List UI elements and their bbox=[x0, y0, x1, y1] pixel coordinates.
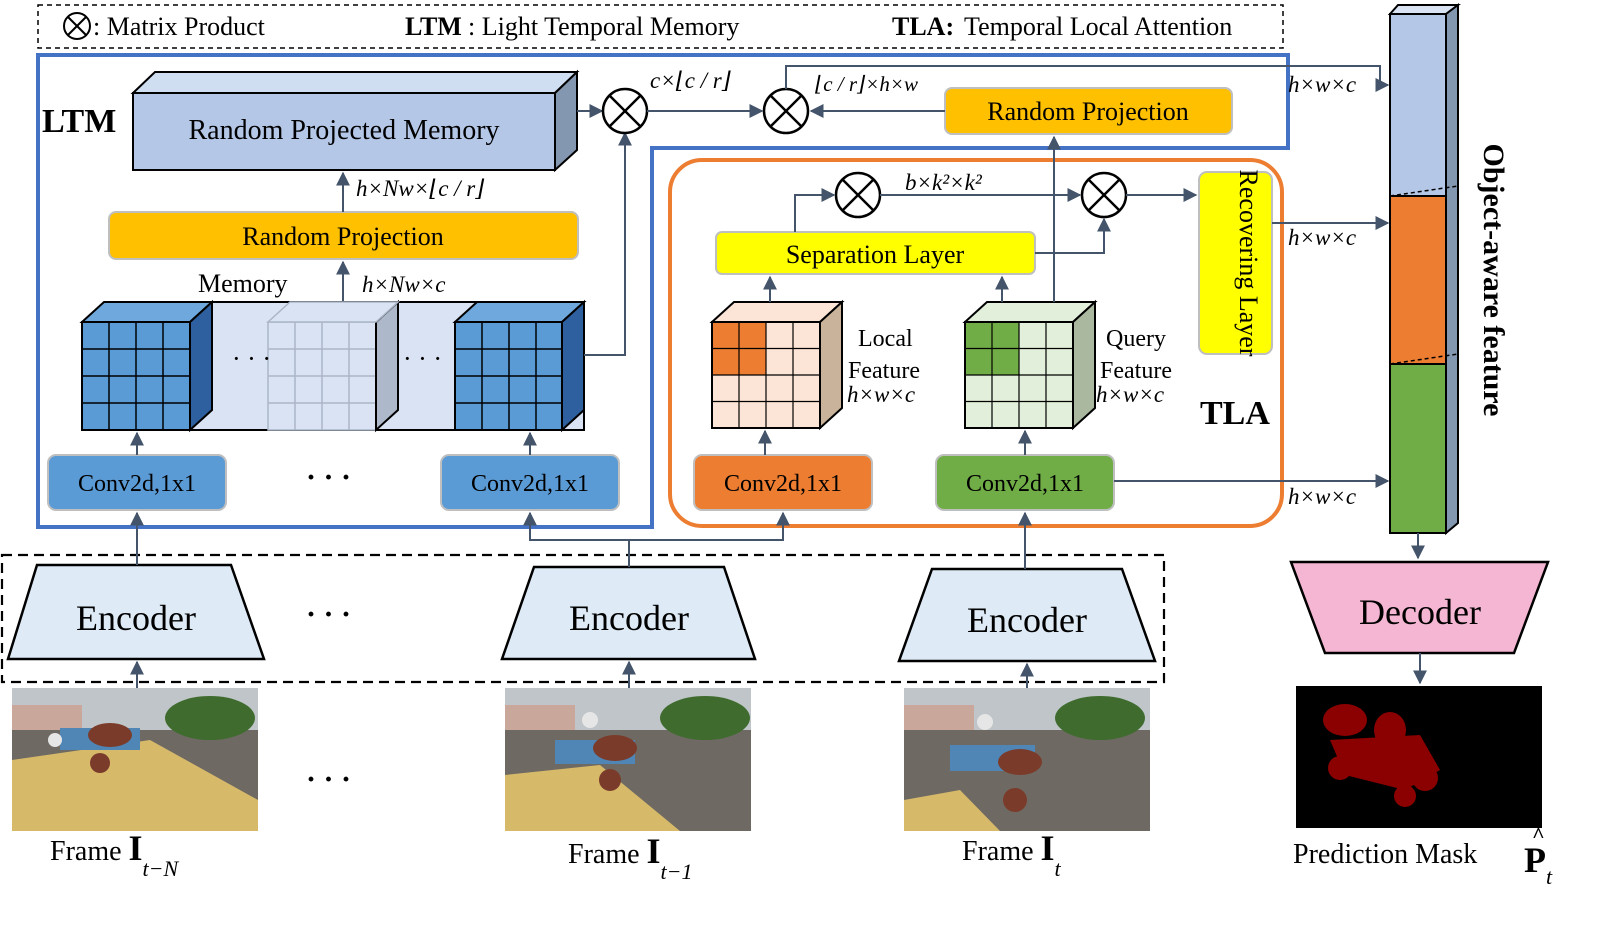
ltm-memory-label: Memory bbox=[198, 269, 288, 298]
local-feature-dim: h×w×c bbox=[847, 382, 915, 407]
right-dim-top: h×w×c bbox=[1288, 72, 1356, 97]
object-aware-feature-label: Object-aware feature bbox=[1477, 144, 1510, 417]
matrix-product-icon bbox=[601, 87, 649, 135]
encoder-2: Encoder bbox=[500, 565, 757, 661]
frame-image-3 bbox=[904, 688, 1150, 831]
matrix-product-icon bbox=[834, 171, 882, 219]
object-aware-feature-bar bbox=[1387, 3, 1461, 536]
tla-region-border bbox=[668, 158, 1284, 528]
local-feature-line1: Local bbox=[858, 326, 913, 352]
ltm-dim-memory: h×Nw×c bbox=[362, 272, 445, 297]
memory-cube-right bbox=[452, 299, 587, 433]
matrix-product-icon bbox=[1080, 171, 1128, 219]
memory-cube-left bbox=[79, 299, 215, 433]
tla-conv-query-label: Conv2d,1x1 bbox=[966, 471, 1084, 497]
arrow-memory-to-product bbox=[584, 131, 632, 356]
matrix-product-icon bbox=[63, 12, 91, 40]
encoder-3: Encoder bbox=[897, 567, 1157, 663]
ltm-region-border bbox=[36, 53, 1290, 529]
tla-title: TLA bbox=[1200, 395, 1270, 432]
ltm-conv-left-label: Conv2d,1x1 bbox=[78, 471, 196, 497]
local-feature-cube bbox=[709, 299, 845, 431]
prediction-mask-label: Prediction Mask bbox=[1293, 839, 1477, 870]
top-dim-projected-query: ⌊c / r⌋×h×w bbox=[815, 72, 918, 96]
arrow-product-to-bar-top bbox=[785, 65, 1390, 92]
frame1-caption: Frame It−N bbox=[50, 828, 180, 881]
recovering-layer-box bbox=[1198, 171, 1273, 355]
encoder-1: Encoder bbox=[6, 563, 266, 661]
decoder: Decoder bbox=[1289, 560, 1550, 655]
right-dim-bottom: h×w×c bbox=[1288, 484, 1356, 509]
legend-frame bbox=[37, 4, 1284, 49]
top-random-projection-label: Random Projection bbox=[987, 97, 1188, 126]
encoder-3-label: Encoder bbox=[967, 600, 1087, 640]
recovering-layer-label-group: Recovering Layer bbox=[1234, 170, 1263, 357]
arrow-separation-to-product-b bbox=[1035, 217, 1111, 254]
random-projected-memory: Random Projected Memory bbox=[130, 69, 580, 173]
tla-dim-attention: b×k²×k² bbox=[905, 170, 983, 195]
legend-tla-abbr: TLA: bbox=[892, 12, 954, 41]
arrow-encoder2-to-ltm-conv bbox=[523, 511, 630, 567]
encoder-1-label: Encoder bbox=[76, 598, 196, 638]
prediction-hat: ^ bbox=[1532, 822, 1545, 847]
arrow-encoder2-to-tla-conv bbox=[629, 511, 790, 541]
legend-ltm-full: : Light Temporal Memory bbox=[468, 12, 739, 41]
tla-conv-local bbox=[693, 454, 873, 511]
legend: : Matrix Product LTM : Light Temporal Me… bbox=[37, 4, 1284, 49]
frame-ellipsis: · · · bbox=[306, 763, 351, 796]
decoder-label: Decoder bbox=[1359, 592, 1481, 632]
separation-layer-label: Separation Layer bbox=[786, 240, 965, 269]
legend-tla-full: Temporal Local Attention bbox=[958, 12, 1232, 41]
memory-ellipsis-left: · · · bbox=[232, 344, 271, 373]
memory-stack: · · · · · · bbox=[79, 299, 587, 433]
arrow-separation-to-product-a bbox=[794, 188, 836, 232]
prediction-symbol: Pt bbox=[1524, 840, 1553, 889]
object-aware-feature-label-group: Object-aware feature bbox=[1477, 144, 1510, 417]
tla-conv-local-label: Conv2d,1x1 bbox=[724, 471, 842, 497]
legend-matrix-product: : Matrix Product bbox=[93, 12, 266, 41]
query-feature-line1: Query bbox=[1106, 326, 1166, 352]
ltm-random-projection-label: Random Projection bbox=[242, 222, 443, 251]
frame2-caption: Frame It−1 bbox=[568, 831, 693, 884]
local-feature-line2: Feature bbox=[848, 358, 920, 384]
query-feature-cube bbox=[962, 299, 1098, 431]
query-feature-line2: Feature bbox=[1100, 358, 1172, 384]
query-feature-dim: h×w×c bbox=[1096, 382, 1164, 407]
prediction-mask-image bbox=[1296, 686, 1542, 828]
right-dim-mid: h×w×c bbox=[1288, 225, 1356, 250]
ltm-conv-ellipsis: · · · bbox=[306, 461, 351, 494]
ltm-title: LTM bbox=[42, 103, 116, 140]
ltm-conv-right-label: Conv2d,1x1 bbox=[471, 471, 589, 497]
matrix-product-icon bbox=[762, 87, 810, 135]
encoder-group-frame bbox=[0, 553, 1166, 684]
frame3-caption: Frame It bbox=[962, 828, 1062, 881]
ltm-dim-after-projection: h×Nw×⌊c / r⌋ bbox=[356, 176, 484, 201]
recovering-layer-label: Recovering Layer bbox=[1234, 170, 1263, 357]
memory-faded-grid bbox=[266, 299, 400, 433]
legend-ltm-abbr: LTM bbox=[405, 12, 462, 41]
frame-image-2 bbox=[505, 688, 751, 831]
encoder-ellipsis: · · · bbox=[306, 598, 351, 631]
encoder-2-label: Encoder bbox=[569, 598, 689, 638]
ltm-dim-product: c×⌊c / r⌋ bbox=[650, 68, 731, 93]
memory-box-label: Random Projected Memory bbox=[188, 115, 499, 146]
memory-ellipsis-right: · · · bbox=[403, 344, 442, 373]
frame-image-1 bbox=[12, 688, 258, 831]
